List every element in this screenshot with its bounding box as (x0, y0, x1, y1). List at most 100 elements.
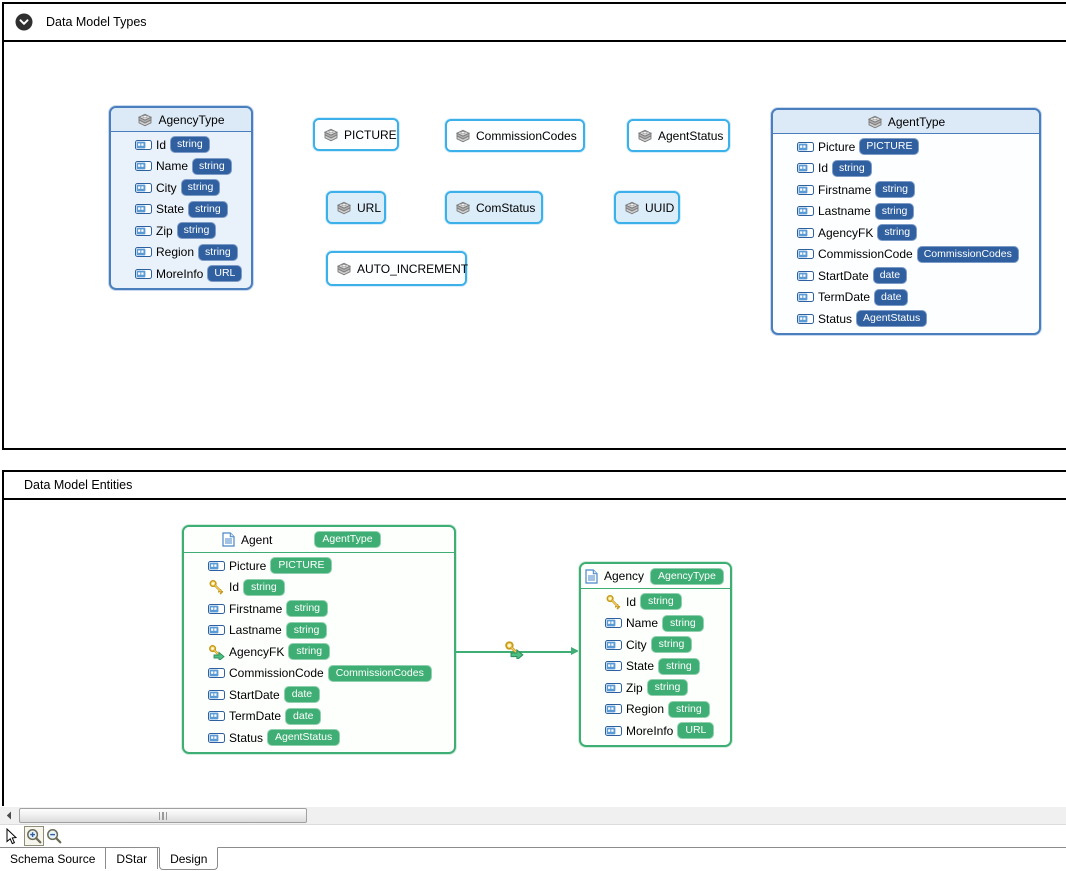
attribute-icon (135, 161, 152, 172)
field-type-badge: string (285, 621, 328, 639)
field-name: Picture (818, 139, 856, 154)
scroll-left-button[interactable] (0, 807, 17, 824)
entity-field-row[interactable]: CommissionCode CommissionCodes (184, 663, 454, 685)
entity-field-row[interactable]: Status AgentStatus (184, 727, 454, 749)
zoom-out-button[interactable] (44, 826, 64, 846)
field-name: Id (626, 594, 637, 609)
attribute-icon (208, 668, 225, 679)
field-name: MoreInfo (626, 723, 674, 738)
entity-field-row[interactable]: Region string (581, 699, 730, 721)
entity-field-row[interactable]: City string (581, 634, 730, 656)
types-panel-title: Data Model Types (46, 15, 147, 29)
entity-field-row[interactable]: Firstname string (184, 598, 454, 620)
tab-design[interactable]: Design (159, 847, 219, 870)
entity-field-row[interactable]: Zip string (581, 677, 730, 699)
field-name: City (156, 180, 177, 195)
type-field-row[interactable]: Status AgentStatus (773, 308, 1039, 330)
zoom-in-button[interactable] (24, 826, 44, 846)
field-type-badge: date (285, 707, 322, 725)
attribute-icon (135, 204, 152, 215)
datatype-stack-icon (337, 201, 351, 214)
type-field-row[interactable]: AgencyFK string (773, 222, 1039, 244)
document-icon (222, 532, 235, 547)
simple-type-uuid[interactable]: UUID (614, 191, 680, 224)
attribute-icon (208, 603, 225, 614)
field-name: StartDate (818, 268, 869, 283)
simple-type-auto-increment[interactable]: AUTO_INCREMENT (326, 251, 468, 286)
field-type-badge: string (243, 578, 285, 596)
type-field-row[interactable]: Id string (773, 158, 1039, 180)
collapse-chevron-icon[interactable] (15, 13, 33, 31)
field-type-badge: string (668, 700, 710, 718)
simple-type-picture[interactable]: PICTURE (313, 118, 399, 151)
field-name: City (626, 637, 647, 652)
type-field-row[interactable]: Name string (111, 156, 251, 178)
entity-field-row[interactable]: Id string (581, 591, 730, 613)
tab-label: Schema Source (10, 851, 96, 866)
bottom-tab-bar: Schema Source DStar Design (0, 847, 1066, 871)
entity-agency[interactable]: Agency AgencyType Id string Name string … (579, 562, 732, 747)
entity-field-row[interactable]: MoreInfo URL (581, 720, 730, 742)
simple-type-name: CommissionCodes (476, 128, 577, 143)
field-name: Name (626, 616, 659, 631)
attribute-icon (605, 725, 622, 736)
type-field-row[interactable]: Firstname string (773, 179, 1039, 201)
simple-type-name: AgentStatus (658, 128, 724, 143)
pointer-tool-icon (6, 827, 17, 844)
simple-type-name: UUID (645, 200, 675, 215)
entity-field-row[interactable]: AgencyFK string (184, 641, 454, 663)
type-field-row[interactable]: Picture PICTURE (773, 136, 1039, 158)
attribute-icon (208, 625, 225, 636)
field-type-badge: string (180, 179, 221, 197)
type-field-row[interactable]: StartDate date (773, 265, 1039, 287)
type-field-row[interactable]: Lastname string (773, 201, 1039, 223)
type-field-row[interactable]: Id string (111, 134, 251, 156)
datatype-stack-icon (456, 129, 470, 142)
type-field-row[interactable]: Region string (111, 242, 251, 264)
entity-field-row[interactable]: Lastname string (184, 620, 454, 642)
type-field-row[interactable]: TermDate date (773, 287, 1039, 309)
entity-agent[interactable]: Agent AgentType Picture PICTURE Id strin… (182, 525, 456, 754)
tab-label: Design (170, 851, 208, 866)
simple-type-commissioncodes[interactable]: CommissionCodes (445, 119, 585, 152)
attribute-icon (797, 270, 814, 281)
tab-schema-source[interactable]: Schema Source (0, 848, 107, 869)
type-field-row[interactable]: Zip string (111, 220, 251, 242)
design-toolbar (0, 824, 1066, 847)
field-name: Lastname (818, 204, 871, 219)
entity-field-row[interactable]: Id string (184, 577, 454, 599)
simple-type-url[interactable]: URL (326, 191, 386, 224)
relationship-agent-agency[interactable] (456, 640, 579, 659)
entity-field-row[interactable]: Name string (581, 613, 730, 635)
entity-field-row[interactable]: Picture PICTURE (184, 555, 454, 577)
type-field-row[interactable]: City string (111, 177, 251, 199)
simple-type-comstatus[interactable]: ComStatus (445, 191, 543, 224)
simple-type-agentstatus[interactable]: AgentStatus (627, 119, 730, 152)
thumb-grip (165, 811, 168, 820)
field-type-badge: string (170, 136, 210, 154)
field-name: MoreInfo (156, 266, 204, 281)
type-field-row[interactable]: CommissionCode CommissionCodes (773, 244, 1039, 266)
tab-dstar[interactable]: DStar (106, 848, 159, 869)
attribute-icon (797, 227, 814, 238)
type-field-row[interactable]: State string (111, 199, 251, 221)
thumb-grip (162, 811, 164, 820)
entity-field-row[interactable]: StartDate date (184, 684, 454, 706)
pointer-tool-button[interactable] (1, 826, 21, 846)
field-name: Lastname (229, 623, 282, 638)
entity-field-row[interactable]: State string (581, 656, 730, 678)
field-type-badge: CommissionCodes (327, 664, 432, 682)
scrollbar-thumb[interactable] (19, 808, 307, 823)
entities-panel-title: Data Model Entities (24, 478, 133, 492)
horizontal-scrollbar[interactable] (0, 807, 1066, 824)
complex-type-header: AgentType (773, 110, 1039, 134)
type-field-row[interactable]: MoreInfo URL (111, 263, 251, 285)
field-name: Region (626, 702, 665, 717)
attribute-icon (797, 313, 814, 324)
attribute-icon (135, 139, 152, 150)
complex-type-agencytype[interactable]: AgencyType Id string Name string City st… (109, 106, 253, 290)
complex-type-agenttype[interactable]: AgentType Picture PICTURE Id string Firs… (771, 108, 1041, 335)
entity-field-row[interactable]: TermDate date (184, 706, 454, 728)
field-type-badge: string (286, 600, 329, 618)
primary-key-icon (209, 579, 224, 595)
